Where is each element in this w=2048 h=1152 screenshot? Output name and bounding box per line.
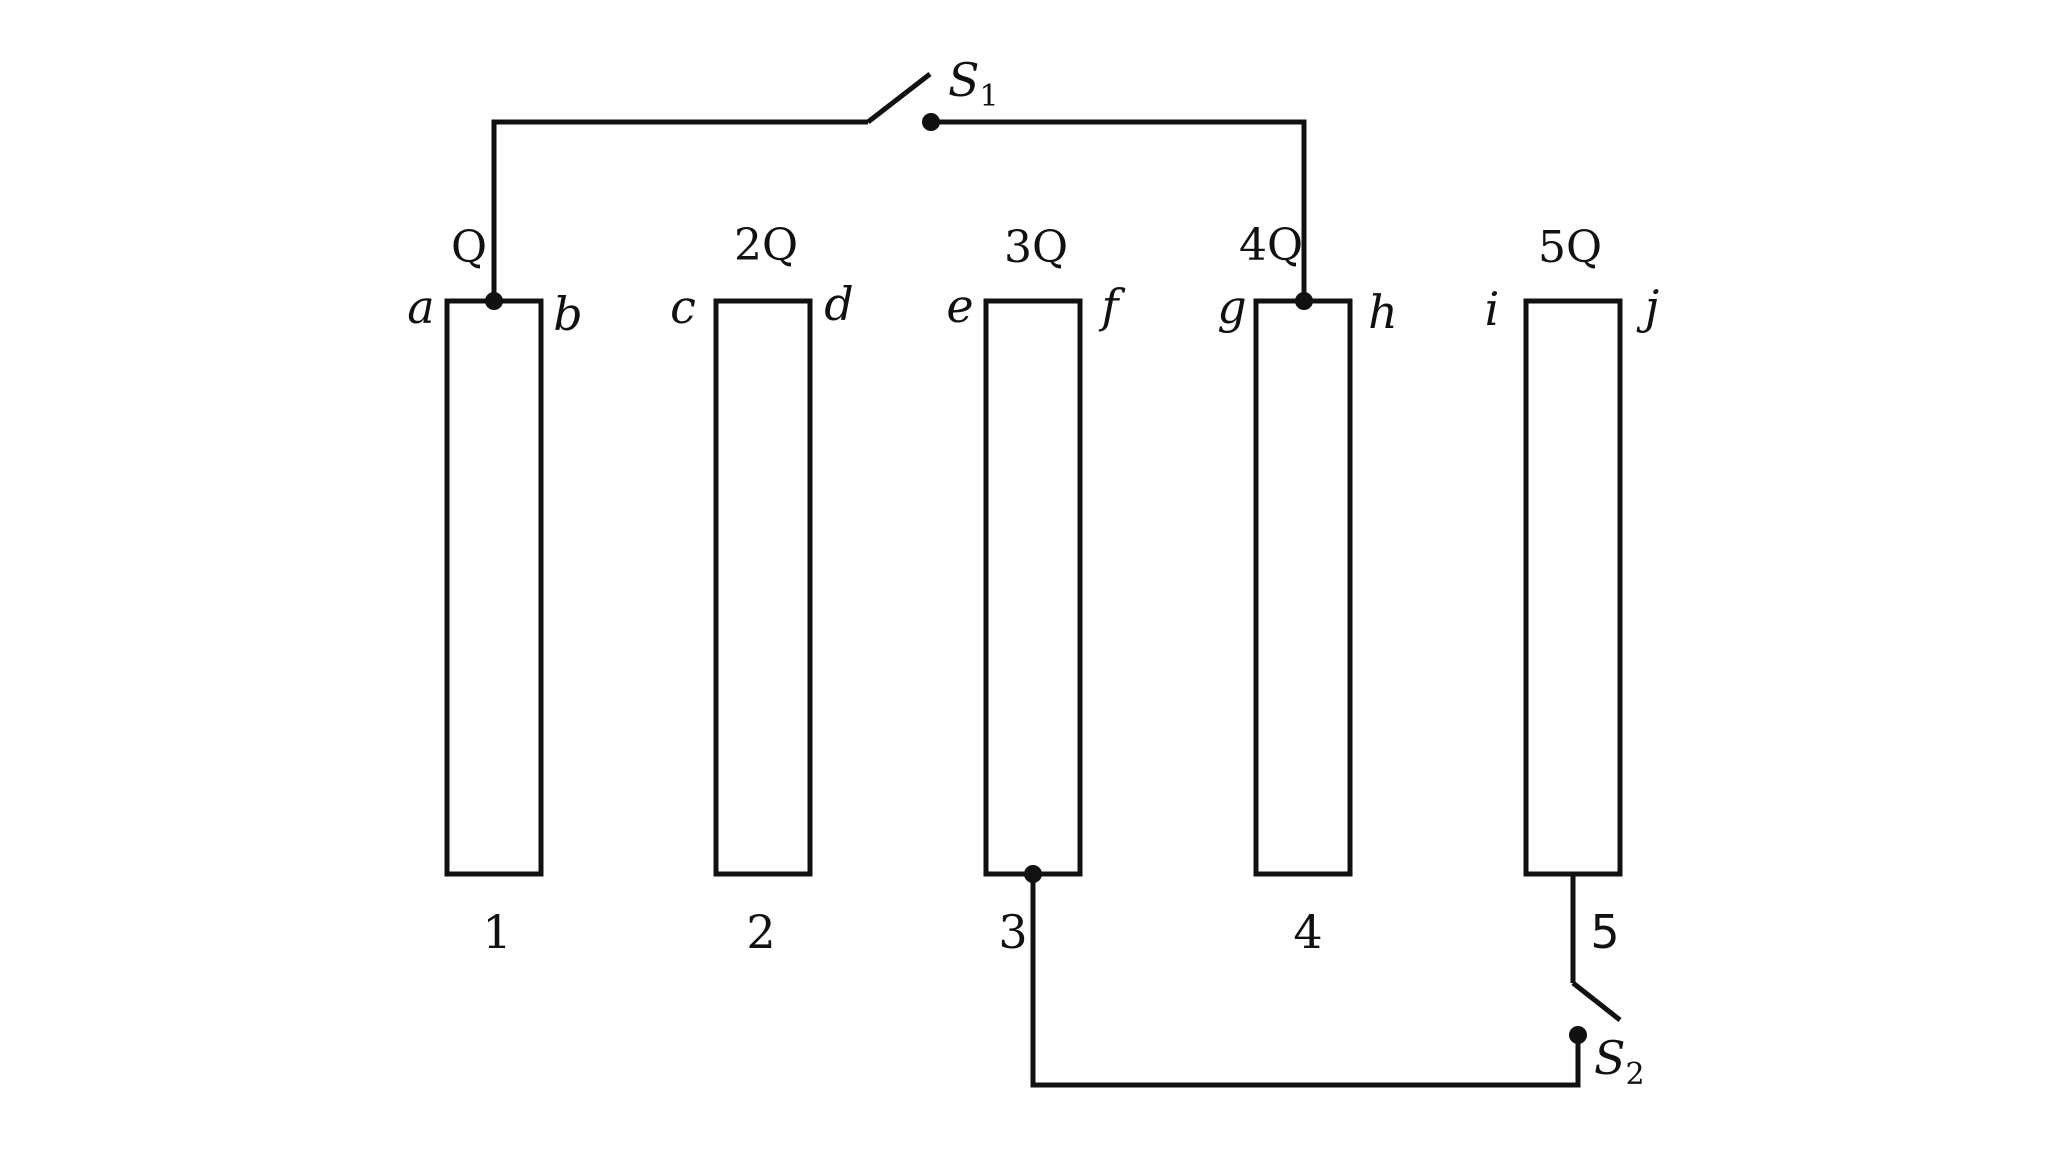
plate-number-5: 5 [1590,905,1619,959]
letter-d: d [824,277,853,331]
node-plate3-bottom [1024,865,1042,883]
switch-s1-subscript: 1 [980,79,999,114]
switch-s1-contact [922,113,940,131]
plate-number-2: 2 [746,905,775,959]
switch-s1-letter: S [948,53,980,107]
plate-number-1: 1 [482,905,511,959]
letter-i: i [1485,282,1500,336]
switch-s2-blade [1571,981,1622,1022]
wire-s1-to-plate4 [931,119,1307,301]
wire-plate1-to-s1 [491,119,868,301]
plate-4 [1253,298,1353,877]
letter-a: a [407,280,434,334]
switch-s2-subscript: 2 [1626,1057,1645,1092]
switch-s2-label: S2 [1594,1031,1645,1092]
letter-g: g [1217,280,1246,334]
plate-number-4: 4 [1293,905,1322,959]
charge-label-plate-2: 2Q [734,220,798,271]
charge-label-plate-4: 4Q [1239,220,1303,271]
node-plate1-top [485,292,503,310]
switch-s1-label: S1 [948,53,999,114]
switch-s2-letter: S [1594,1031,1626,1085]
charge-label-plate-3: 3Q [1004,222,1068,273]
letter-b: b [553,287,582,341]
node-plate4-top [1295,292,1313,310]
letter-c: c [670,280,696,334]
letter-j: j [1636,280,1659,334]
charge-label-plate-1: Q [451,222,487,273]
switch-s1-blade [866,72,932,124]
plate-2 [713,298,813,877]
plate-1 [444,298,544,877]
letter-e: e [946,279,973,333]
plate-5 [1523,298,1623,877]
switch-s2-contact [1569,1026,1587,1044]
charge-label-plate-5: 5Q [1538,222,1602,273]
wire-plate3-to-s2 [1030,874,1581,1088]
plate-3 [983,298,1083,877]
plate-number-3: 3 [998,905,1027,959]
letter-f: f [1098,279,1125,333]
letter-h: h [1368,285,1398,339]
